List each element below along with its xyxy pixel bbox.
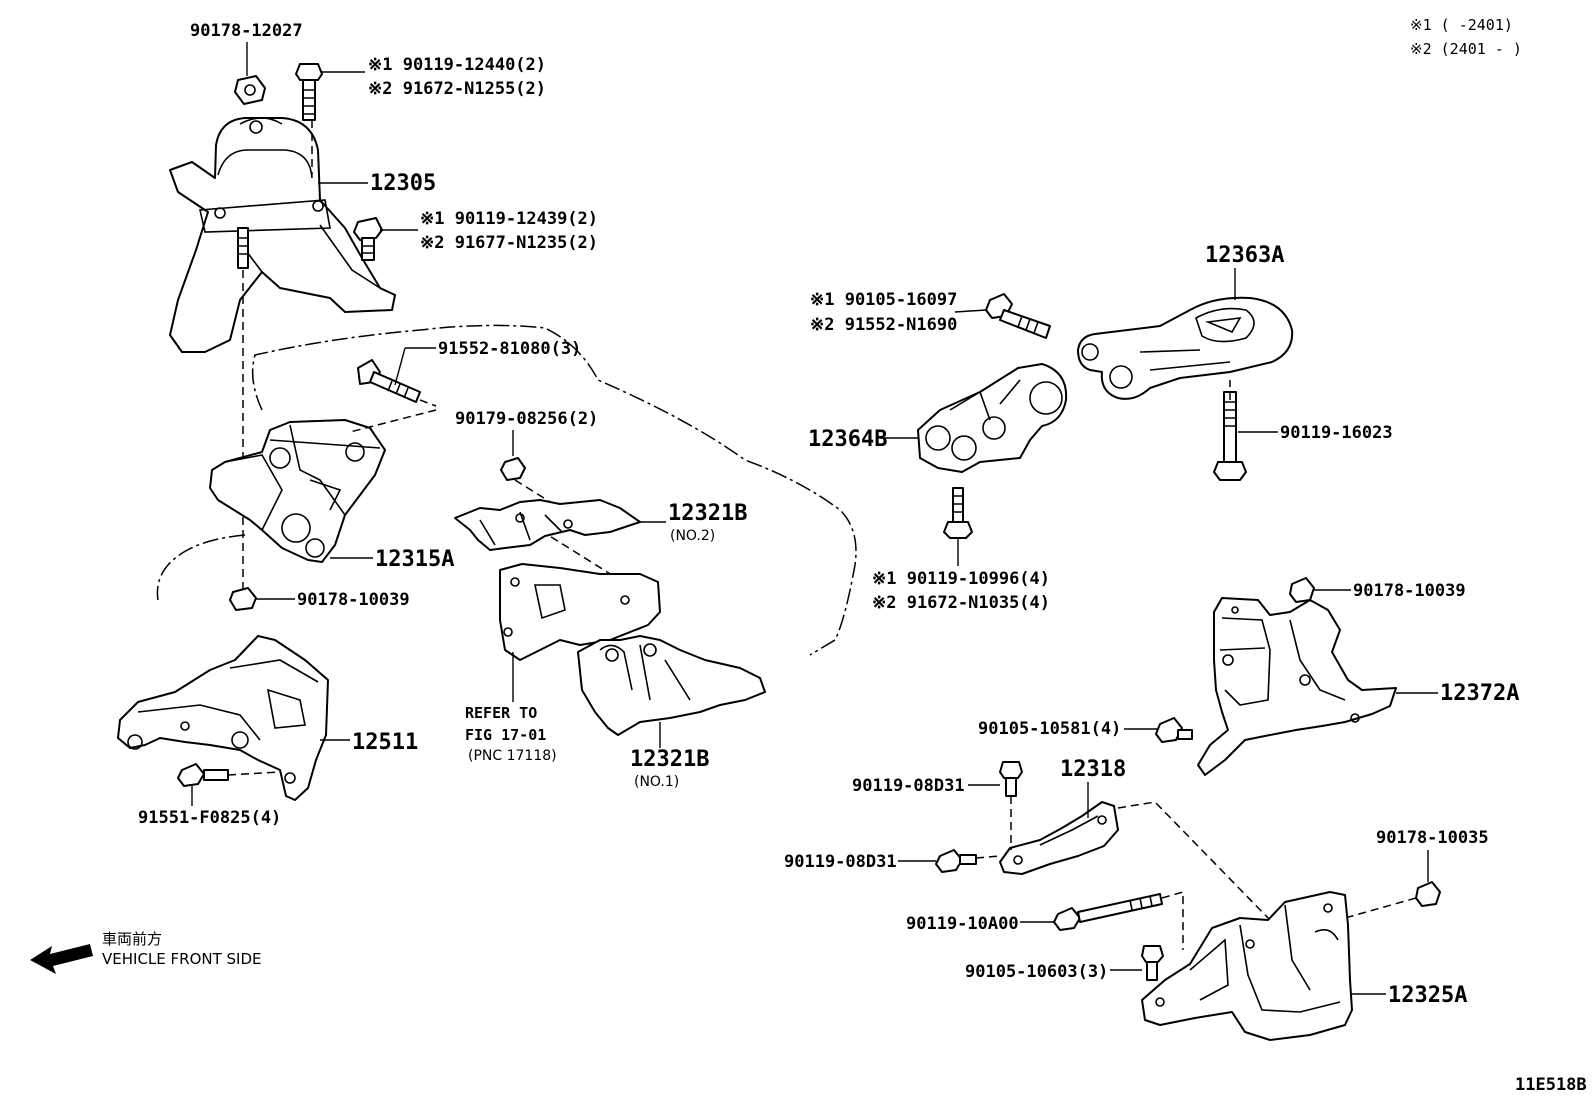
nut-90179-08256-icon[interactable] (500, 457, 526, 481)
part-12321B-no1[interactable] (577, 635, 766, 736)
leader-91552-81080-b (394, 347, 406, 386)
label-90105-10581[interactable]: 90105-10581(4) (978, 719, 1121, 739)
label-bolt-low-1[interactable]: ※1 90119-10996(4) (872, 569, 1050, 589)
bolt-90105-10581-icon[interactable] (1155, 717, 1193, 743)
part-12363A-torque-rod[interactable] (1077, 296, 1294, 400)
part-12315A-bracket[interactable] (209, 419, 386, 563)
bolt-90119-10996-icon[interactable] (943, 487, 973, 539)
nut-90178-10035-icon[interactable] (1415, 881, 1441, 907)
nut-90178-10039-right-icon[interactable] (1289, 577, 1315, 603)
bolt-91552-81080-icon[interactable] (357, 359, 421, 403)
vehicle-front-label-en: VEHICLE FRONT SIDE (102, 950, 262, 968)
label-bolt-mid-1[interactable]: ※1 90119-12439(2) (420, 209, 598, 229)
label-90179-08256[interactable]: 90179-08256(2) (455, 409, 598, 429)
part-12364B-bracket[interactable] (917, 363, 1068, 473)
label-12511[interactable]: 12511 (352, 730, 418, 755)
label-12321B-no1[interactable]: 12321B (630, 747, 709, 772)
bolt-90119-16023-icon[interactable] (1213, 391, 1247, 481)
label-90119-08D31-a[interactable]: 90119-08D31 (852, 776, 965, 796)
part-12321B-no2[interactable] (454, 499, 641, 551)
label-90178-10039-left[interactable]: 90178-10039 (297, 590, 410, 610)
label-90119-10A00[interactable]: 90119-10A00 (906, 914, 1019, 934)
bolt-90119-08D31-horizontal-icon[interactable] (935, 849, 977, 873)
vehicle-front-arrow-icon (30, 944, 93, 974)
label-bolt-mid-2[interactable]: ※2 91677-N1235(2) (420, 233, 598, 253)
vehicle-front-label-jp: 車両前方 (102, 930, 162, 948)
drawing-code: 11E518B (1515, 1075, 1587, 1095)
label-bolt-top-1[interactable]: ※1 90119-12440(2) (368, 55, 546, 75)
label-no2: (NO.2) (670, 528, 715, 544)
label-bolt-top-2[interactable]: ※2 91672-N1255(2) (368, 79, 546, 99)
label-12321B-no2[interactable]: 12321B (668, 501, 747, 526)
leader-91551-bolt (227, 771, 281, 776)
label-12372A[interactable]: 12372A (1440, 681, 1519, 706)
part-12372A-mount[interactable] (1197, 597, 1397, 776)
engine-outline (251, 324, 857, 656)
engine-outline-lower (156, 534, 246, 601)
label-90178-10035[interactable]: 90178-10035 (1376, 828, 1489, 848)
stud-12305-icon (237, 227, 249, 269)
label-refer-to[interactable]: REFER TO (465, 704, 537, 722)
label-no1: (NO.1) (634, 774, 679, 790)
leader-91552-bolt (349, 399, 437, 433)
bolt-90119-12439-icon[interactable] (353, 217, 383, 261)
label-12325A[interactable]: 12325A (1388, 983, 1467, 1008)
label-90105-10603[interactable]: 90105-10603(3) (965, 962, 1108, 982)
bolt-90119-10A00-icon[interactable] (1053, 893, 1163, 931)
label-bolt-right-2[interactable]: ※2 91552-N1690 (810, 315, 957, 335)
bolt-90119-12440-icon[interactable] (295, 63, 323, 121)
nut-90178-12027-icon[interactable] (234, 75, 266, 105)
bolt-90105-10603-icon[interactable] (1141, 945, 1164, 981)
label-12305[interactable]: 12305 (370, 171, 436, 196)
label-refer-pnc: (PNC 17118) (468, 748, 557, 764)
label-bolt-right-1[interactable]: ※1 90105-16097 (810, 290, 957, 310)
label-12363A[interactable]: 12363A (1205, 243, 1284, 268)
label-90119-16023[interactable]: 90119-16023 (1280, 423, 1393, 443)
bolt-91551-F0825-icon[interactable] (177, 763, 229, 787)
part-12305-mount[interactable] (169, 117, 396, 353)
label-12318[interactable]: 12318 (1060, 757, 1126, 782)
nut-90178-10039-left-icon[interactable] (229, 587, 257, 611)
bolt-90119-08D31-vertical-icon[interactable] (999, 761, 1023, 797)
label-90119-08D31-b[interactable]: 90119-08D31 (784, 852, 897, 872)
leader-12318-c (1117, 801, 1271, 921)
label-90178-12027[interactable]: 90178-12027 (190, 21, 303, 41)
label-91551-F0825[interactable]: 91551-F0825(4) (138, 808, 281, 828)
bolt-90105-16097-icon[interactable] (985, 293, 1051, 339)
part-12318-bracket[interactable] (999, 801, 1119, 875)
leader-90178-10035 (1344, 897, 1417, 919)
part-12511-bracket[interactable] (117, 635, 329, 801)
label-12315A[interactable]: 12315A (375, 547, 454, 572)
part-12325A-bracket[interactable] (1141, 891, 1353, 1041)
label-refer-fig[interactable]: FIG 17-01 (465, 726, 546, 744)
leader-bolt-right (954, 309, 987, 313)
label-91552-81080[interactable]: 91552-81080(3) (438, 339, 581, 359)
leader-12318-b (975, 855, 1001, 859)
legend-line-2: ※2 (2401 - ) (1410, 40, 1522, 58)
label-bolt-low-2[interactable]: ※2 91672-N1035(4) (872, 593, 1050, 613)
label-12364B[interactable]: 12364B (808, 427, 887, 452)
legend-line-1: ※1 ( -2401) (1410, 16, 1513, 34)
leader-90119-10A00 (1161, 891, 1184, 950)
label-90178-10039-right[interactable]: 90178-10039 (1353, 581, 1466, 601)
